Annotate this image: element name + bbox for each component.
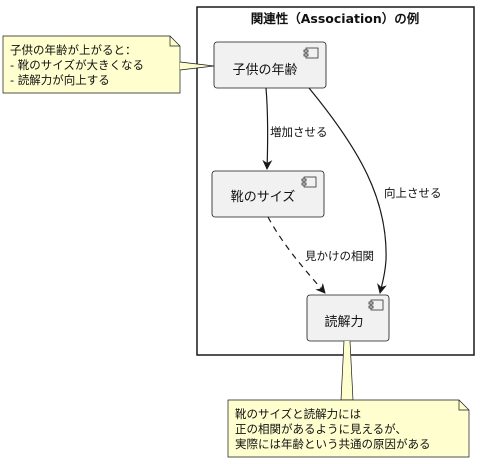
package-title: 関連性（Association）の例 xyxy=(251,11,420,26)
note-line: - 読解力が向上する xyxy=(10,73,110,87)
component-reading[interactable]: 読解力 xyxy=(306,294,390,342)
note-line: 実際には年齢という共通の原因がある xyxy=(235,437,431,451)
package-frame: 関連性（Association）の例 xyxy=(196,6,475,356)
component-icon xyxy=(301,176,317,188)
component-child-age[interactable]: 子供の年齢 xyxy=(213,41,327,89)
note-bottom: 靴のサイズと読解力には 正の相関があるように見えるが、 実際には年齢という共通の… xyxy=(227,340,470,458)
edge-label: 増加させる xyxy=(270,125,328,139)
component-label: 子供の年齢 xyxy=(232,63,297,78)
component-label: 靴のサイズ xyxy=(231,189,296,205)
note-line: 靴のサイズと読解力には xyxy=(235,407,361,421)
note-line: 子供の年齢が上がると： xyxy=(10,43,137,57)
edge-increase: 増加させる xyxy=(262,87,328,170)
note-top: 子供の年齢が上がると： - 靴のサイズが大きくなる - 読解力が向上する xyxy=(2,35,215,94)
component-icon xyxy=(303,47,319,59)
edge-label: 見かけの相関 xyxy=(305,249,374,263)
note-line: - 靴のサイズが大きくなる xyxy=(10,58,144,72)
note-line: 正の相関があるように見えるが、 xyxy=(235,422,407,436)
component-shoe-size[interactable]: 靴のサイズ xyxy=(211,170,325,218)
component-icon xyxy=(368,299,384,311)
edge-improve: 向上させる xyxy=(308,87,442,294)
edge-label: 向上させる xyxy=(384,186,442,200)
edge-apparent-correlation: 見かけの相関 xyxy=(267,216,374,294)
component-label: 読解力 xyxy=(324,314,363,330)
